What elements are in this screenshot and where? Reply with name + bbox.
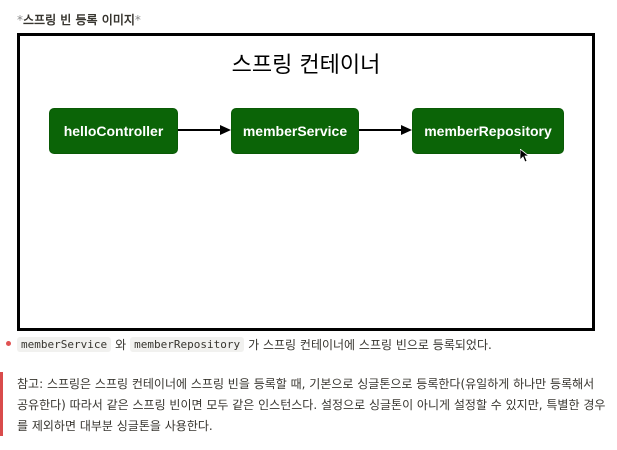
note-text: 참고: 스프링은 스프링 컨테이너에 스프링 빈을 등록할 때, 기본으로 싱글… (17, 377, 606, 433)
bullet-text: memberService 와 memberRepository 가 스프링 컨… (17, 336, 496, 353)
inline-code-member-repository: memberRepository (130, 337, 245, 352)
arrow-service-to-repository (359, 125, 412, 135)
arrow-controller-to-service (178, 125, 231, 135)
note-callout: 참고: 스프링은 스프링 컨테이너에 스프링 빈을 등록할 때, 기본으로 싱글… (0, 372, 617, 438)
caption-suffix: * (134, 13, 141, 27)
bean-hello-controller: helloController (49, 108, 178, 154)
caption-prefix: * (17, 13, 23, 27)
image-caption: *스프링 빈 등록 이미지* (17, 11, 141, 28)
bean-member-service: memberService (231, 108, 359, 154)
bullet-dot (6, 341, 11, 346)
bullet-item: memberService 와 memberRepository 가 스프링 컨… (0, 333, 617, 357)
mouse-pointer-icon (520, 149, 530, 163)
bullet-rest: 가 스프링 컨테이너에 스프링 빈으로 등록되었다. (248, 338, 492, 352)
container-title: 스프링 컨테이너 (231, 53, 381, 78)
spring-container-diagram[interactable]: 스프링 컨테이너 helloController memberService m… (17, 33, 595, 331)
inline-code-member-service: memberService (17, 337, 112, 352)
bullet-conj: 와 (115, 338, 127, 352)
note-accent-bar (0, 372, 3, 436)
bean-member-repository: memberRepository (412, 108, 564, 154)
caption-title: 스프링 빈 등록 이미지 (23, 13, 135, 27)
